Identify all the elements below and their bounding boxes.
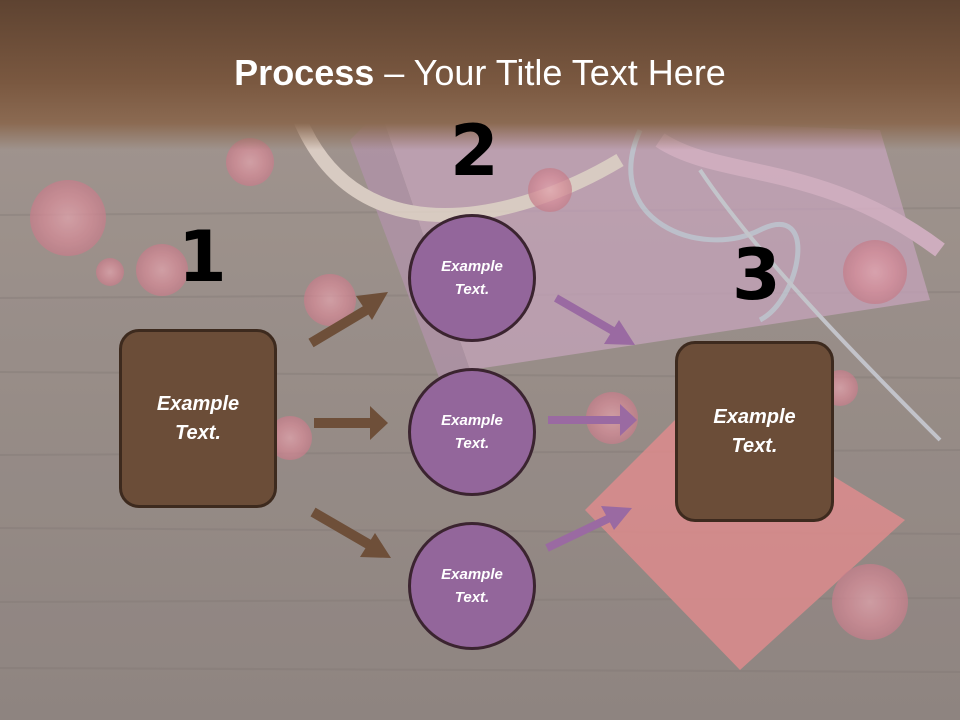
purple-arrow-middle: [548, 404, 637, 436]
right-process-box: Example Text.: [675, 341, 834, 522]
brown-arrow-down: [310, 507, 391, 558]
circle-top-text: Example Text.: [441, 258, 503, 298]
purple-arrow-down: [553, 294, 635, 345]
slide-title: Process – Your Title Text Here: [0, 52, 960, 94]
purple-arrow-up: [545, 506, 632, 552]
title-rest: – Your Title Text Here: [374, 52, 726, 93]
brown-arrow-up: [308, 292, 388, 348]
title-bold: Process: [234, 52, 375, 93]
circle-middle-text: Example Text.: [441, 412, 503, 452]
circle-bottom-text: Example Text.: [441, 566, 503, 606]
red-envelope: [585, 395, 905, 670]
left-box-text: Example Text.: [156, 392, 240, 444]
left-process-box: Example Text.: [119, 329, 277, 508]
circle-middle: Example Text.: [408, 368, 536, 496]
right-box-text: Example Text.: [713, 405, 796, 457]
step-number-3: 3: [732, 234, 781, 316]
circle-top: Example Text.: [408, 214, 536, 342]
circle-bottom: Example Text.: [408, 522, 536, 650]
step-number-2: 2: [450, 110, 499, 192]
brown-arrow-middle: [314, 406, 388, 440]
step-number-1: 1: [178, 216, 227, 298]
title-bar: [0, 0, 960, 150]
